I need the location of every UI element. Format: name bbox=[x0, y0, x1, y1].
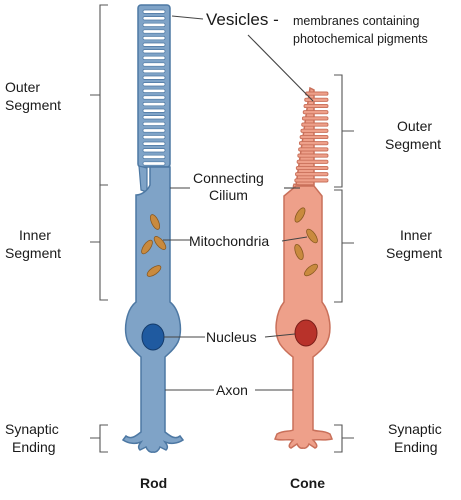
cone-vesicle-disc bbox=[300, 128, 329, 133]
cone-vesicle-disc bbox=[304, 97, 329, 102]
rod-outer-segment-label-line2: Segment bbox=[5, 97, 61, 113]
cone-vesicle-disc bbox=[297, 153, 329, 158]
vesicles-desc-line2: photochemical pigments bbox=[293, 32, 428, 46]
cone-synaptic-ending-label-line1: Synaptic bbox=[388, 421, 442, 437]
cone-vesicle-disc bbox=[302, 110, 329, 115]
cone-outer-segment-label-line1: Outer bbox=[397, 118, 432, 134]
rod-mitochondria bbox=[141, 214, 167, 277]
cone-vesicle-disc bbox=[301, 116, 329, 121]
cone-vesicle-disc bbox=[295, 165, 329, 171]
rod-vesicle-discs bbox=[142, 9, 166, 166]
bracket-cone-inner-segment bbox=[334, 189, 354, 303]
rod-vesicle-disc bbox=[142, 128, 166, 133]
cone-nucleus bbox=[294, 319, 318, 347]
rod-inner-segment-label-line1: Inner bbox=[19, 227, 51, 243]
rod-body bbox=[121, 166, 185, 453]
vesicles-desc-line1: membranes containing bbox=[293, 14, 420, 28]
mitochondria-label: Mitochondria bbox=[189, 233, 269, 249]
cone-vesicle-disc bbox=[295, 172, 329, 177]
leader-mitochondria-cone bbox=[281, 236, 308, 242]
cone-body bbox=[274, 185, 334, 449]
rod-vesicle-disc bbox=[142, 102, 166, 107]
cone-vesicle-discs bbox=[294, 91, 329, 183]
cone-outer-segment-label-line2: Segment bbox=[385, 136, 441, 152]
rod-vesicle-disc bbox=[142, 29, 166, 34]
rod-vesicle-disc bbox=[142, 121, 166, 126]
cone-synaptic-ending-label-line2: Ending bbox=[394, 439, 438, 455]
rod-cell bbox=[121, 4, 185, 453]
cone-vesicle-disc bbox=[301, 122, 329, 127]
rod-inner-segment-label-line2: Segment bbox=[5, 245, 61, 261]
cone-mitochondria bbox=[294, 207, 318, 277]
leader-nucleus-cone bbox=[264, 333, 296, 338]
rod-vesicle-disc bbox=[142, 16, 166, 21]
rod-vesicle-disc bbox=[142, 55, 166, 60]
rod-vesicle-disc bbox=[142, 88, 166, 93]
rod-vesicle-disc bbox=[142, 148, 166, 153]
axon-label: Axon bbox=[216, 382, 248, 398]
bracket-rod-outer-segment bbox=[90, 4, 108, 186]
nucleus-label: Nucleus bbox=[206, 329, 257, 345]
bracket-cone-outer-segment bbox=[334, 74, 354, 188]
cone-vesicle-disc bbox=[298, 141, 329, 146]
cone-vesicle-disc bbox=[296, 159, 329, 164]
rod-vesicle-disc bbox=[142, 62, 166, 67]
cone-inner-segment-label-line1: Inner bbox=[400, 227, 432, 243]
rod-synaptic-ending-label-line1: Synaptic bbox=[5, 421, 59, 437]
cone-vesicle-disc bbox=[294, 178, 329, 183]
rod-label: Rod bbox=[140, 475, 167, 491]
vesicles-term-label: Vesicles - bbox=[206, 10, 279, 29]
rod-vesicle-disc bbox=[142, 161, 166, 166]
rod-vesicle-disc bbox=[142, 95, 166, 100]
rod-vesicle-disc bbox=[142, 9, 166, 14]
rod-vesicle-disc bbox=[142, 108, 166, 113]
leader-vesicles-rod bbox=[171, 15, 204, 20]
cone-vesicle-disc bbox=[303, 103, 329, 109]
cone-vesicle-disc bbox=[298, 147, 329, 152]
rod-vesicle-disc bbox=[142, 22, 166, 27]
rod-vesicle-disc bbox=[142, 69, 166, 74]
cone-inner-segment-label-line2: Segment bbox=[386, 245, 442, 261]
rod-vesicle-disc bbox=[142, 141, 166, 146]
rod-vesicle-disc bbox=[142, 154, 166, 159]
connecting-cilium-label-line2: Cilium bbox=[209, 187, 248, 203]
cone-vesicle-disc bbox=[305, 91, 329, 96]
rod-connecting-cilium bbox=[138, 165, 148, 193]
bracket-rod-inner-segment bbox=[90, 184, 108, 301]
rod-vesicle-disc bbox=[142, 42, 166, 47]
bracket-cone-synaptic-ending bbox=[334, 424, 354, 453]
rod-vesicle-disc bbox=[142, 135, 166, 140]
rod-synaptic-ending-label-line2: Ending bbox=[12, 439, 56, 455]
rod-vesicle-disc bbox=[142, 115, 166, 120]
cone-vesicle-disc bbox=[299, 134, 329, 140]
rod-vesicle-disc bbox=[142, 36, 166, 41]
rod-vesicle-disc bbox=[142, 75, 166, 80]
rod-vesicle-disc bbox=[142, 82, 166, 87]
connecting-cilium-label-line1: Connecting bbox=[193, 170, 264, 186]
rod-vesicle-disc bbox=[142, 49, 166, 54]
cone-cell bbox=[274, 86, 334, 449]
rod-nucleus bbox=[141, 323, 165, 351]
rod-outer-segment-label-line1: Outer bbox=[5, 79, 40, 95]
cone-label: Cone bbox=[290, 475, 325, 491]
bracket-rod-synaptic-ending bbox=[90, 424, 108, 453]
leader-vesicles-cone bbox=[247, 34, 314, 102]
